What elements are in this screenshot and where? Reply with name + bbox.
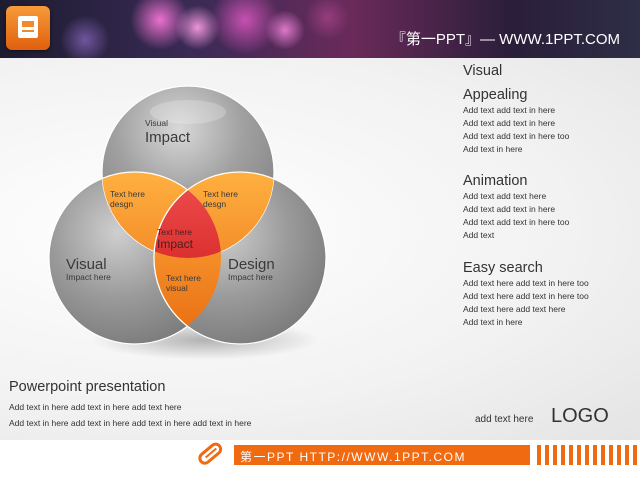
section-line: Add text in here (463, 317, 523, 327)
section-line: Add text add text in here (463, 204, 556, 214)
section-line: Add text add text in here too (463, 217, 570, 227)
section-line: Add text (463, 230, 495, 240)
section-title: Appealing (463, 87, 528, 103)
venn-center (153, 172, 221, 258)
section-line: Add text here add text here (463, 304, 566, 314)
section-line: Add text add text here (463, 191, 547, 201)
section-title: Animation (463, 173, 528, 189)
pencil-icon (198, 442, 223, 465)
bokeh-decoration (60, 15, 110, 58)
bokeh-decoration (305, 0, 350, 40)
footer-stripes (537, 445, 640, 465)
footer-url[interactable]: 第一PPT HTTP://WWW.1PPT.COM (240, 450, 466, 464)
overlap-top-right-line2: desgn (203, 199, 227, 209)
venn-diagram (48, 85, 327, 345)
bokeh-decoration (265, 10, 305, 50)
logo-caption: add text here (475, 414, 534, 425)
center-small-label: Text here (157, 227, 192, 237)
section-line: Add text add text in here (463, 118, 556, 128)
center-large-label: Impact (157, 237, 194, 251)
footer-bar (234, 445, 530, 465)
section-title: Visual (463, 63, 503, 79)
overlap-bottom-line2: visual (166, 283, 188, 293)
section-easy-search: Easy search Add text here add text in he… (463, 259, 589, 329)
section-line: Add text add text in here (463, 105, 556, 115)
header-banner: 『第一PPT』— WWW.1PPT.COM (0, 0, 640, 58)
bottom-line: Add text in here add text in here add te… (9, 402, 182, 412)
overlap-top-left-line1: Text here (110, 189, 145, 199)
bottom-title: Powerpoint presentation (9, 379, 166, 395)
overlap-bottom-line1: Text here (166, 273, 201, 283)
logo: LOGO (551, 405, 609, 427)
header-title: 『第一PPT』— WWW.1PPT.COM (390, 31, 620, 48)
top-circle-large-label: Impact (145, 129, 191, 146)
section-line: Add text here add text in here too (463, 278, 589, 288)
left-circle-large-label: Visual (66, 256, 107, 273)
venn-highlight (150, 100, 226, 124)
overlap-top-right-line1: Text here (203, 189, 238, 199)
section-animation: Animation Add text add text here Add tex… (463, 172, 569, 242)
section-line: Add text add text in here too (463, 131, 570, 141)
section-title: Easy search (463, 260, 543, 276)
left-circle-small-label: Impact here (66, 272, 111, 282)
section-line: Add text here add text in here too (463, 291, 589, 301)
right-circle-small-label: Impact here (228, 272, 273, 282)
presentation-icon (6, 6, 50, 50)
section-line: Add text in here (463, 144, 523, 154)
bottom-line: Add text in here add text in here add te… (9, 418, 252, 428)
overlap-top-left-line2: desgn (110, 199, 134, 209)
section-visual-appealing: Visual Appealing Add text add text in he… (463, 62, 569, 156)
right-circle-large-label: Design (228, 256, 275, 273)
top-circle-small-label: Visual (145, 118, 168, 128)
